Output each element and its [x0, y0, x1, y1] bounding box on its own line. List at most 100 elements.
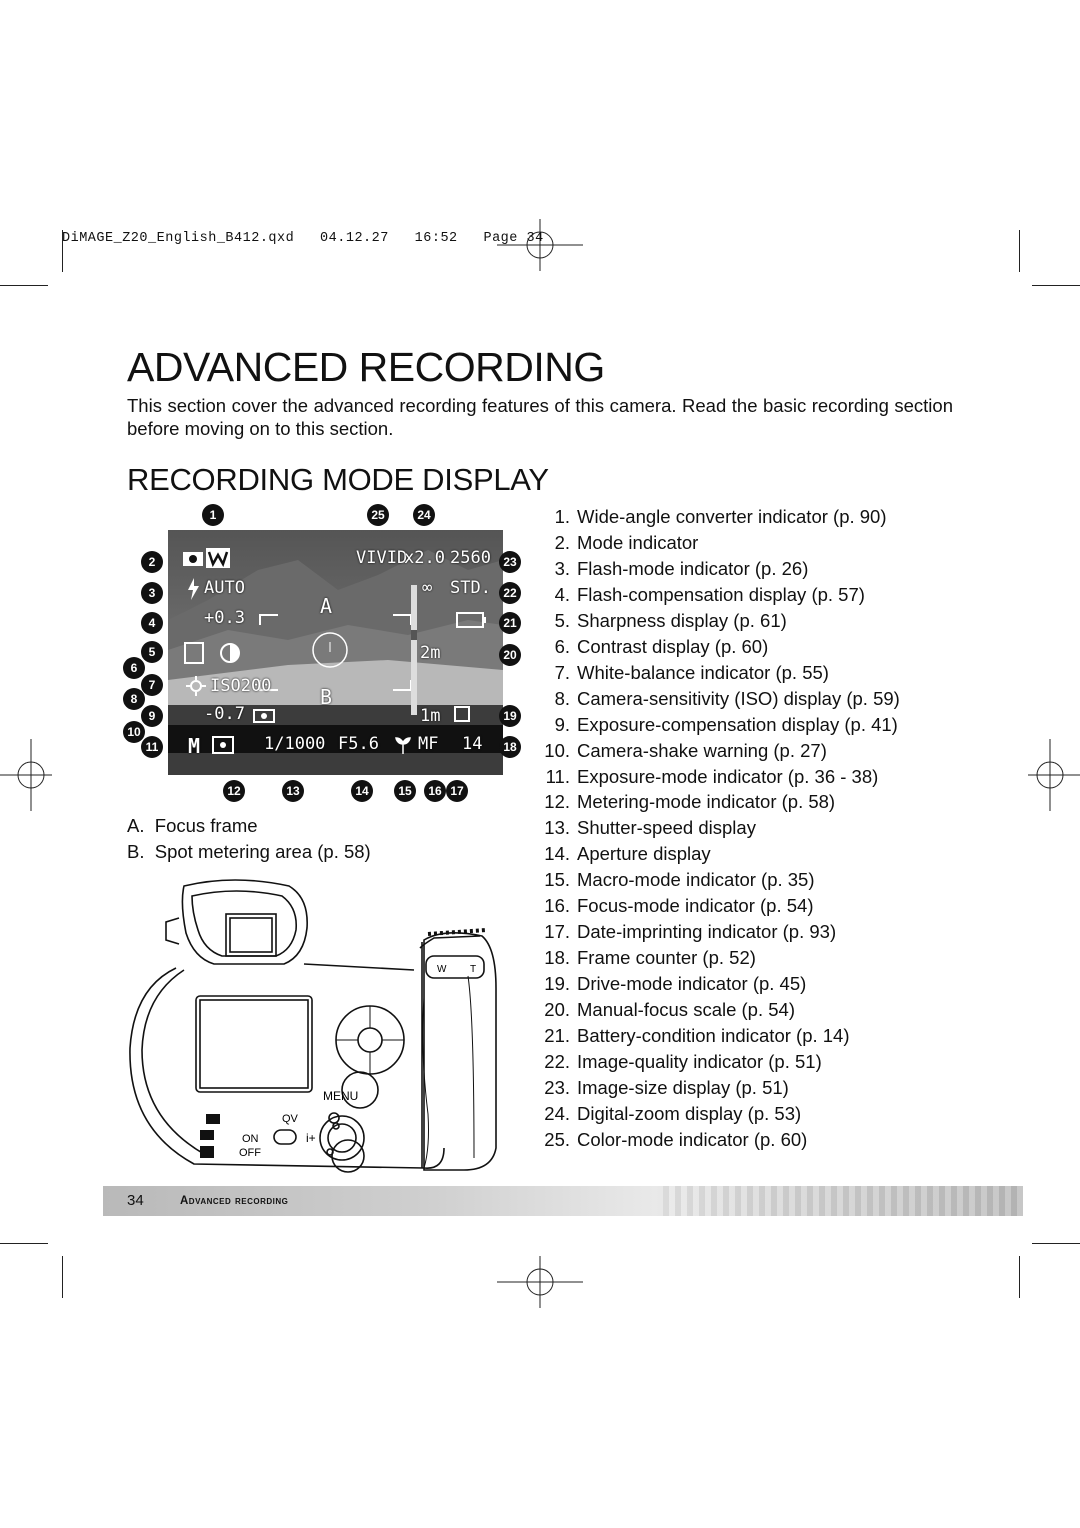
- list-item: 21.Battery-condition indicator (p. 14): [534, 1023, 900, 1049]
- focus-scale-1m: 1m: [420, 706, 441, 726]
- battery-icon: [456, 612, 486, 628]
- list-item: 19.Drive-mode indicator (p. 45): [534, 971, 900, 997]
- metering-mode-icon: [212, 736, 234, 754]
- list-item-text: Shutter-speed display: [577, 817, 756, 839]
- list-item-number: 11.: [545, 765, 570, 787]
- list-item-number: 25.: [544, 1128, 570, 1150]
- footer-section-name: Advanced recording: [180, 1195, 289, 1207]
- list-item-number: 1.: [554, 506, 570, 527]
- flash-icon: [188, 578, 199, 600]
- list-item-number: 6.: [554, 635, 570, 657]
- list-item-number: 16.: [544, 895, 570, 917]
- list-item-text: Image-quality indicator (p. 51): [577, 1051, 822, 1073]
- list-item: 2. Mode indicator: [534, 530, 900, 556]
- list-item-number: 15.: [544, 869, 570, 891]
- callout-24: 24: [413, 504, 435, 526]
- list-item-number: 13.: [544, 817, 570, 839]
- list-item-number: 2.: [554, 531, 570, 553]
- lcd-display: VIVID x2.0 2560 ∞ STD. AUTO +0.3 ISO200 …: [168, 530, 503, 775]
- list-item-text: Date-imprinting indicator (p. 93): [577, 921, 837, 943]
- list-item-number: 24.: [544, 1102, 570, 1124]
- list-item: 1. Wide-angle converter indicator (p. 90): [534, 504, 900, 530]
- qv-label: QV: [282, 1113, 299, 1125]
- on-label: ON: [242, 1133, 259, 1145]
- macro-icon: [395, 737, 411, 754]
- callout-8: 8: [123, 688, 145, 710]
- list-item-number: 14.: [544, 843, 570, 865]
- list-item-text: Drive-mode indicator (p. 45): [577, 973, 807, 995]
- focus-mode-display: MF: [418, 734, 439, 754]
- page-number: 34: [127, 1192, 144, 1209]
- sharpness-icon: [184, 642, 240, 664]
- camera-shake-icon: [253, 709, 275, 723]
- list-item-text: Mode indicator: [577, 531, 699, 553]
- image-size-display: 2560: [450, 548, 491, 568]
- callout-7: 7: [141, 674, 163, 696]
- list-item-text: Image-size display (p. 51): [577, 1076, 789, 1098]
- off-label: OFF: [239, 1147, 261, 1159]
- list-item: 10.Camera-shake warning (p. 27): [534, 738, 900, 764]
- wide-converter-icon: [206, 548, 230, 568]
- list-item-text: Digital-zoom display (p. 53): [577, 1102, 802, 1124]
- list-item: 22. Image-quality indicator (p. 51): [534, 1049, 900, 1075]
- exposure-mode-display: M: [188, 734, 201, 758]
- legend-focus-frame: A. Focus frame: [127, 813, 258, 839]
- list-item-number: 9.: [554, 713, 570, 735]
- legend-text: Focus frame: [154, 815, 258, 836]
- callout-9: 9: [141, 705, 163, 727]
- registration-mark-top: [497, 219, 583, 271]
- list-item: 14.Aperture display: [534, 841, 900, 867]
- flash-mode-display: AUTO: [204, 578, 245, 598]
- callout-19: 19: [499, 705, 521, 727]
- legend-spot-metering: B. Spot metering area (p. 58): [127, 839, 371, 865]
- list-item-text: Exposure-mode indicator (p. 36 - 38): [577, 765, 879, 787]
- list-item: 18.Frame counter (p. 52): [534, 945, 900, 971]
- footer-bar: [103, 1186, 1023, 1216]
- list-item: 15.Macro-mode indicator (p. 35): [534, 867, 900, 893]
- list-item-text: Battery-condition indicator (p. 14): [577, 1025, 850, 1047]
- list-item-number: 22.: [544, 1051, 570, 1073]
- callout-2: 2: [141, 551, 163, 573]
- callout-12: 12: [223, 780, 245, 802]
- list-item-number: 3.: [554, 557, 570, 579]
- list-item-text: Contrast display (p. 60): [577, 635, 769, 657]
- callout-22: 22: [499, 582, 521, 604]
- callout-6: 6: [123, 657, 145, 679]
- page-footer: 34 Advanced recording: [103, 1186, 1023, 1216]
- info-label: i+: [306, 1131, 316, 1145]
- list-item: 12.Metering-mode indicator (p. 58): [534, 789, 900, 815]
- callout-20: 20: [499, 644, 521, 666]
- callout-15: 15: [394, 780, 416, 802]
- legend-key: A.: [127, 815, 145, 836]
- crop-mark: [1032, 285, 1080, 286]
- list-item: 20. Manual-focus scale (p. 54): [534, 997, 900, 1023]
- crop-mark: [0, 1243, 48, 1244]
- quality-display: STD.: [450, 578, 491, 598]
- flash-comp-display: +0.3: [204, 608, 245, 628]
- list-item: 17.Date-imprinting indicator (p. 93): [534, 919, 900, 945]
- list-item-text: Wide-angle converter indicator (p. 90): [577, 506, 887, 527]
- callout-3: 3: [141, 582, 163, 604]
- list-item: 13. Shutter-speed display: [534, 815, 900, 841]
- legend-text: Spot metering area (p. 58): [154, 841, 371, 862]
- list-item-text: Exposure-compensation display (p. 41): [577, 713, 898, 735]
- callout-18: 18: [499, 736, 521, 758]
- list-item-number: 20.: [544, 999, 570, 1021]
- list-item-text: Metering-mode indicator (p. 58): [577, 791, 836, 813]
- list-item-text: Camera-shake warning (p. 27): [577, 739, 827, 761]
- list-item-text: Manual-focus scale (p. 54): [577, 999, 795, 1021]
- intro-paragraph: This section cover the advanced recordin…: [127, 395, 953, 439]
- crop-mark: [62, 1256, 63, 1298]
- white-balance-icon: [186, 676, 206, 696]
- focus-scale-2m: 2m: [420, 643, 441, 663]
- print-slug: DiMAGE_Z20_English_B412.qxd 04.12.27 16:…: [62, 231, 544, 246]
- infinity-mark: ∞: [422, 578, 433, 598]
- crop-mark: [62, 230, 63, 272]
- crop-mark: [0, 285, 48, 286]
- drive-mode-icon: [454, 706, 470, 722]
- list-item-text: Flash-compensation display (p. 57): [577, 583, 865, 605]
- callout-4: 4: [141, 612, 163, 634]
- legend-key: B.: [127, 841, 145, 862]
- frame-counter-display: 14: [462, 734, 483, 754]
- spot-metering-label: B: [320, 685, 333, 709]
